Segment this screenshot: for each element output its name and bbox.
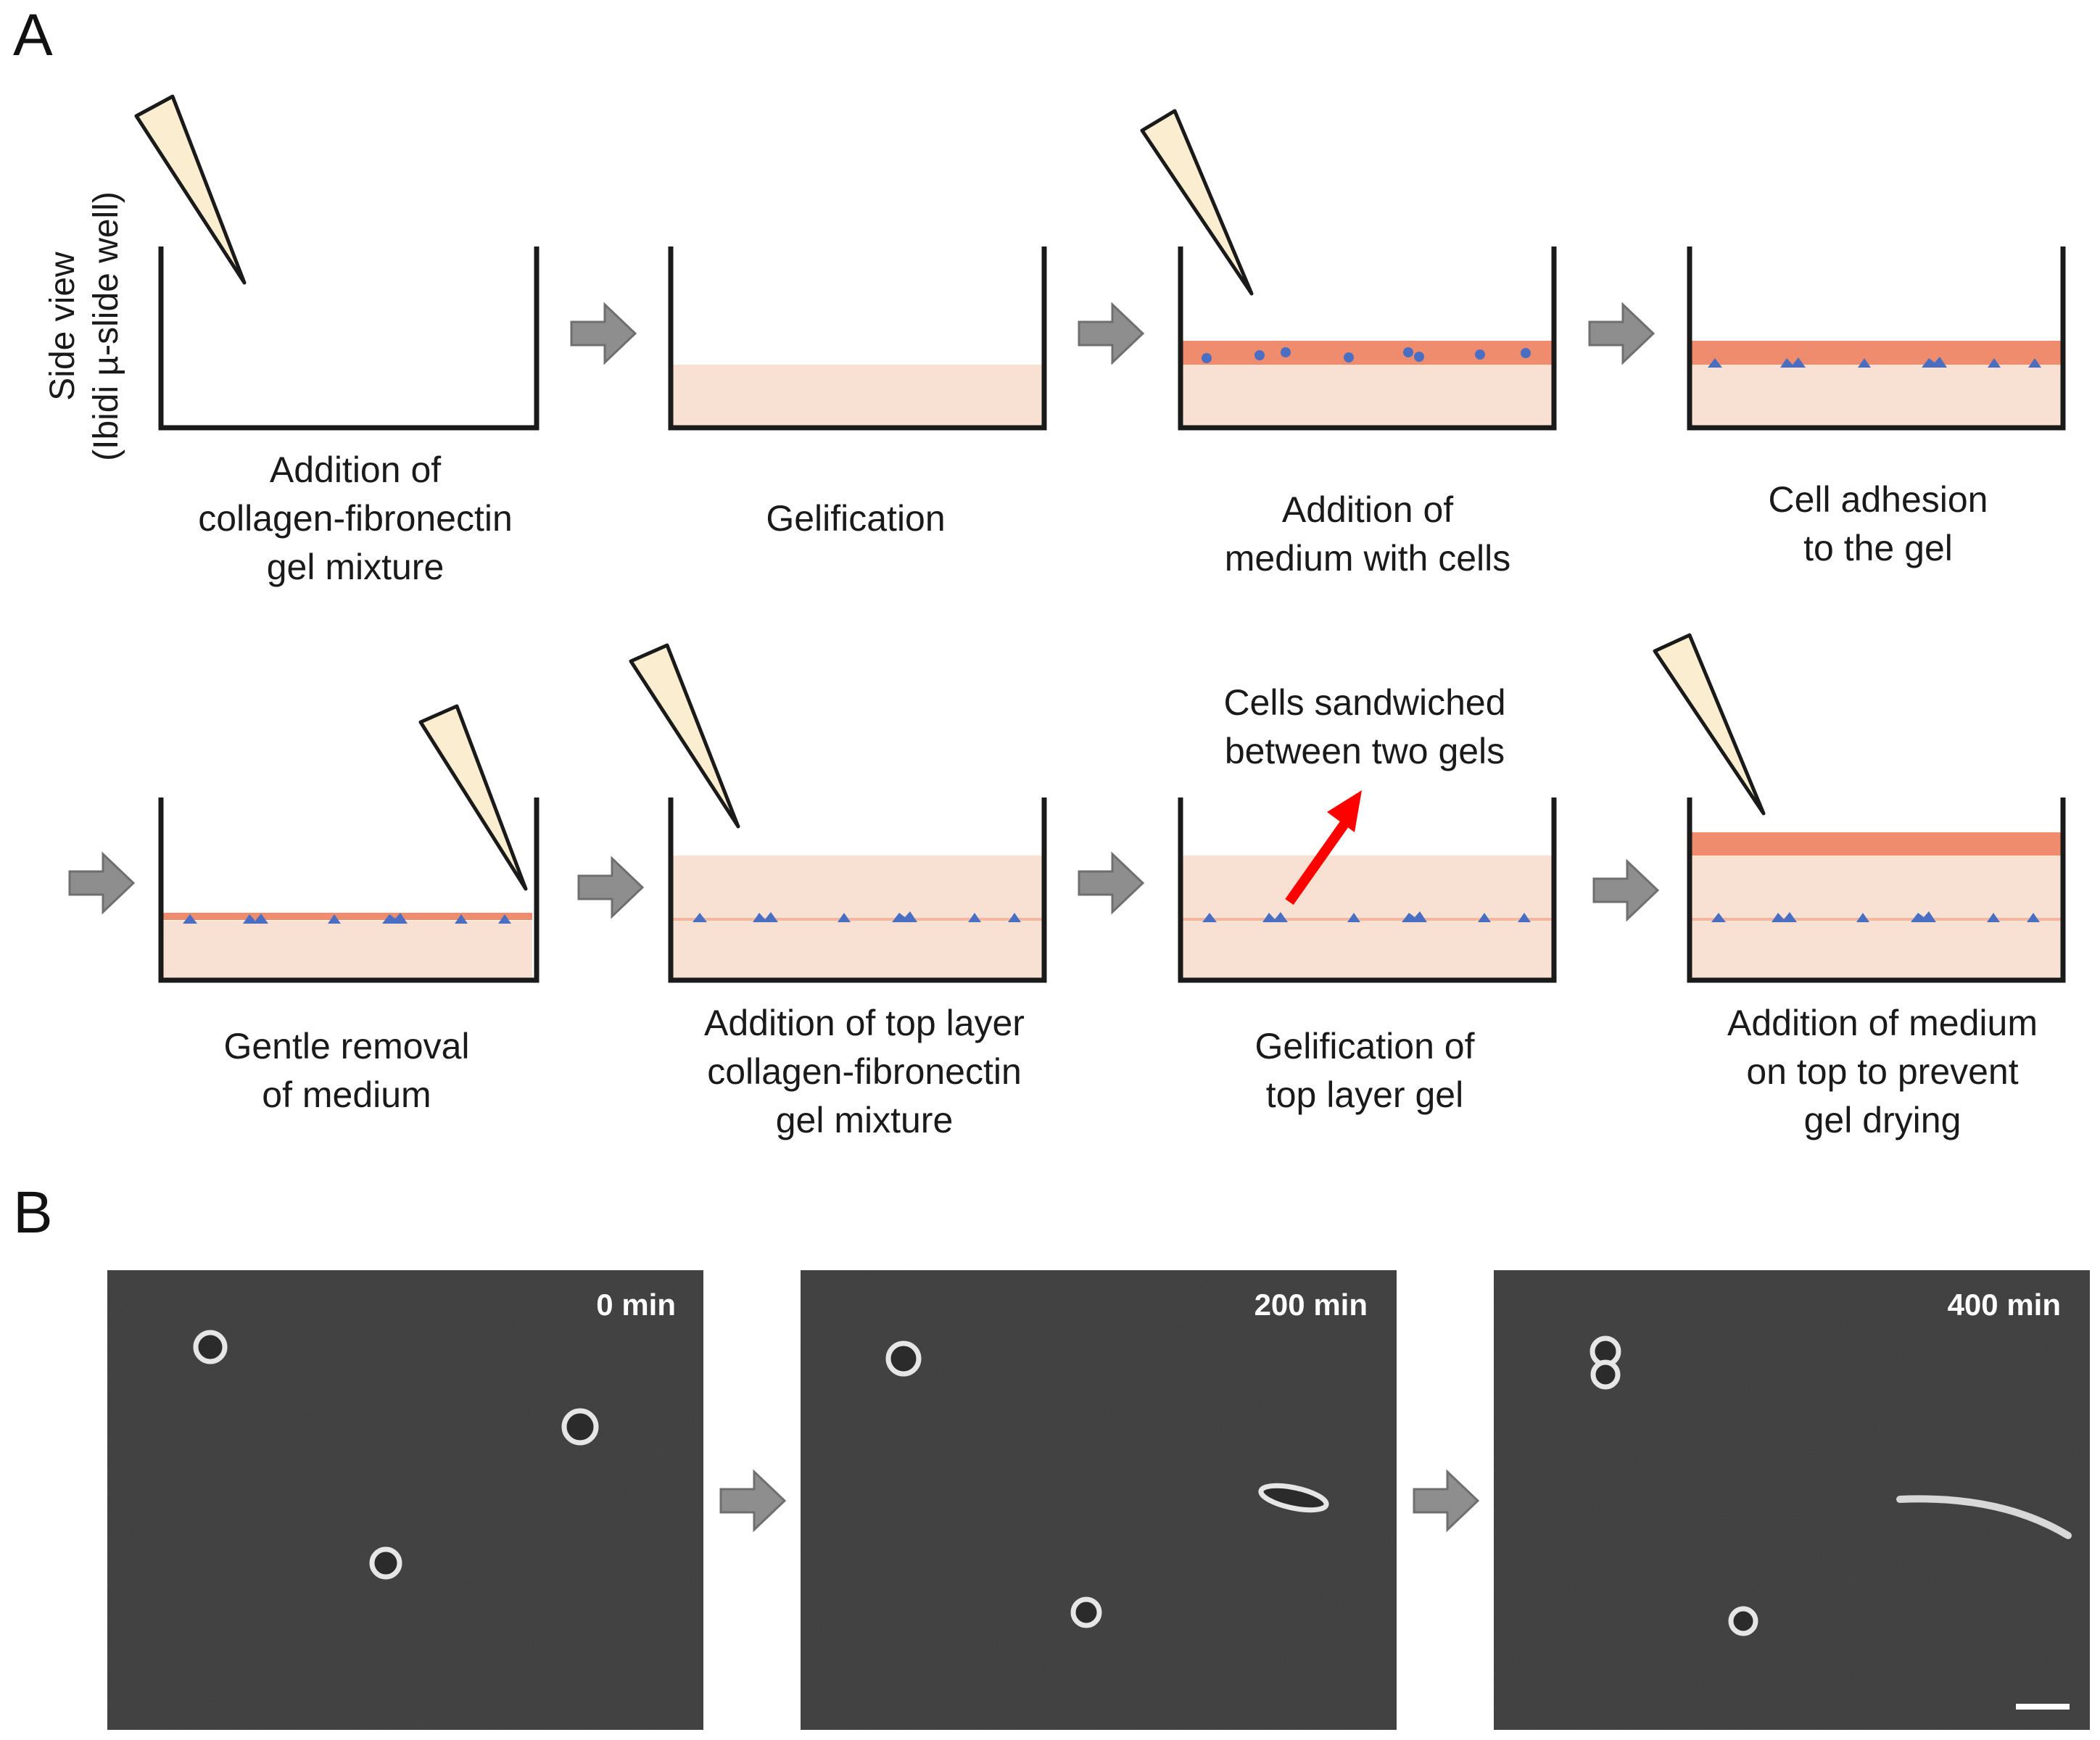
step-8-label-line3: gel drying (1804, 1100, 1961, 1140)
step-7-label-line2: top layer gel (1266, 1074, 1463, 1115)
step-8-label-line1: Addition of medium (1727, 1003, 2038, 1043)
step-7-diagram (1178, 790, 1557, 983)
step-5-label-line1: Gentle removal (223, 1026, 469, 1066)
time-label: 200 min (1254, 1288, 1368, 1322)
side-label-line1: Side view (44, 252, 82, 401)
gel-layer (161, 921, 532, 982)
time-label: 400 min (1948, 1288, 2061, 1322)
step-6-label-line3: gel mixture (776, 1100, 954, 1140)
well (1178, 798, 1557, 983)
cells (193, 1330, 599, 1580)
cells (885, 1341, 1329, 1628)
sandwiched-cells (1711, 911, 2040, 922)
time-label: 0 min (596, 1288, 676, 1322)
step-4-diagram (1687, 246, 2066, 431)
micrograph-0min: 0 min (107, 1270, 703, 1730)
well (1687, 798, 2066, 983)
step-2-label-line1: Gelification (766, 498, 945, 539)
side-label-line2: (Ibidi µ-slide well) (87, 191, 125, 461)
pipette-tip-icon (1140, 109, 1254, 296)
step-arrow-icon (570, 303, 637, 364)
micrograph-texture (1494, 1270, 2090, 1730)
step-8-label-line2: on top to prevent (1746, 1051, 2018, 1092)
well (158, 246, 540, 431)
cells (1590, 1335, 1758, 1636)
pipette-tip-icon (1653, 633, 1766, 816)
step-arrow-icon (1078, 303, 1144, 364)
adhered-cells (183, 913, 511, 924)
callout-arrow (1285, 819, 1349, 906)
step-6-label-line1: Addition of top layer (704, 1003, 1025, 1043)
well (668, 798, 1047, 983)
floating-cells (1202, 347, 1531, 363)
step-8-diagram (1653, 633, 2066, 983)
step-6-label-line2: collagen-fibronectin (707, 1051, 1022, 1092)
panel-b-letter: B (13, 1180, 53, 1246)
step-3-label-line2: medium with cells (1225, 538, 1511, 579)
medium-layer (1690, 832, 2061, 856)
well (668, 246, 1047, 431)
gel-layer (1181, 365, 1552, 426)
panel-a-letter: A (13, 2, 53, 68)
gel-layer (671, 365, 1042, 426)
micrograph-200min: 200 min (801, 1270, 1397, 1730)
well (1687, 246, 2066, 431)
gel-layer (1181, 856, 1552, 979)
step-6-diagram (629, 643, 1047, 983)
callout-line1: Cells sandwiched (1223, 682, 1505, 723)
callout-arrowhead (1327, 790, 1362, 832)
step-arrow-icon (1078, 853, 1144, 914)
step-1-label-line2: collagen-fibronectin (198, 498, 513, 539)
pipette-tip-icon (134, 94, 247, 285)
callout-line2: between two gels (1225, 731, 1505, 771)
step-arrow-icon (719, 1470, 786, 1531)
medium-layer (1181, 341, 1552, 365)
step-1-label-line3: gel mixture (267, 547, 445, 587)
gel-layer (1690, 365, 2061, 426)
step-1-label-line1: Addition of (270, 450, 441, 490)
pipette-tip-icon (629, 643, 740, 829)
sandwiched-cells (693, 911, 1021, 922)
micrograph-400min: 400 min (1494, 1270, 2090, 1730)
medium-layer (1690, 341, 2061, 365)
pipette-tip-icon (418, 704, 528, 891)
step-5-diagram (158, 704, 540, 983)
step-3-diagram (1140, 109, 1557, 431)
step-1-diagram (134, 94, 540, 431)
step-7-label-line1: Gelification of (1255, 1026, 1475, 1066)
elongated-cell (1896, 1495, 2072, 1539)
step-arrow-icon (1588, 303, 1655, 364)
medium-layer (161, 913, 532, 920)
step-arrow-icon (577, 857, 644, 918)
gel-layer (671, 856, 1042, 979)
well (1178, 246, 1557, 431)
step-arrow-icon (1413, 1470, 1479, 1531)
step-arrow-icon (68, 853, 135, 914)
step-2-diagram (668, 246, 1047, 431)
step-3-label-line1: Addition of (1282, 489, 1453, 530)
step-4-label-line1: Cell adhesion (1769, 479, 1988, 520)
well (158, 798, 540, 983)
sandwiched-cells (1202, 911, 1531, 922)
gel-layer (1690, 856, 2061, 979)
step-4-label-line2: to the gel (1803, 528, 1953, 568)
adhered-cells (1708, 357, 2041, 368)
step-5-label-line2: of medium (262, 1074, 431, 1115)
side-view-label: Side view (Ibidi µ-slide well) (44, 191, 125, 461)
step-arrow-icon (1592, 860, 1659, 921)
